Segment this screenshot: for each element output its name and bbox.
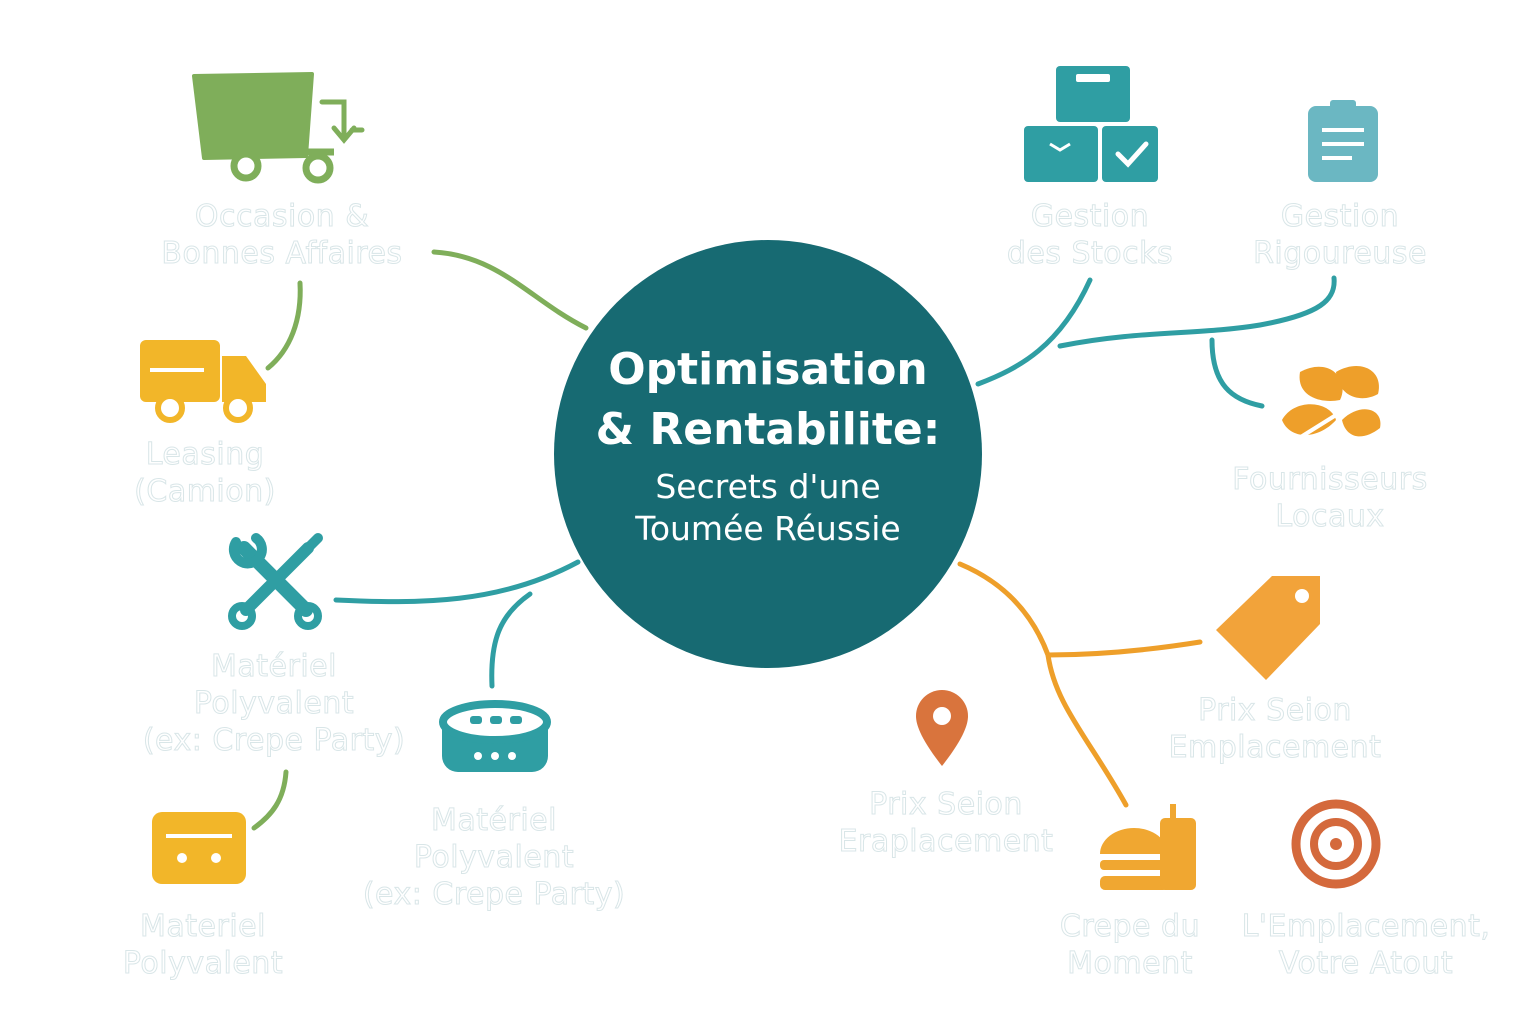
price-tag-icon xyxy=(1216,576,1320,680)
boxes-icon xyxy=(1024,66,1158,182)
clipboard-icon xyxy=(1308,100,1378,182)
hub-subtitle-line-2: Toumée Réussie xyxy=(635,509,901,548)
connector-materiel-3 xyxy=(489,591,533,689)
location-pin-icon xyxy=(916,690,968,766)
node-label-materiel-1: Matériel Polyvalent (ex: Crepe Party) xyxy=(142,649,406,759)
hub-subtitle-line-1: Secrets d'une xyxy=(655,467,881,506)
connector-stocks xyxy=(975,277,1093,387)
device-icon xyxy=(152,812,246,884)
central-hub: Optimisation & Rentabilite: Secrets d'un… xyxy=(554,240,982,668)
target-icon xyxy=(1291,799,1381,889)
node-label-prix-2: Prix Seion Eraplacement xyxy=(838,787,1054,860)
connector-materiel-2 xyxy=(251,769,289,831)
node-label-emplacement: L'Emplacement, Votre Atout xyxy=(1241,909,1491,982)
burger-drink-icon xyxy=(1100,804,1196,890)
node-label-prix-1: Prix Seion Emplacement xyxy=(1168,693,1382,766)
connector-prix-1 xyxy=(957,561,1203,658)
hub-title-line-2: & Rentabilite: xyxy=(595,404,941,455)
node-label-crepe: Crepe du Moment xyxy=(1059,909,1201,982)
hub-title: Optimisation & Rentabilite: xyxy=(596,340,941,460)
node-label-occasion: Occasion & Bonnes Affaires xyxy=(161,199,403,272)
connector-crepe xyxy=(1045,652,1129,808)
hub-title-line-1: Optimisation xyxy=(608,344,928,395)
cart-truck-icon xyxy=(192,72,365,184)
griddle-icon xyxy=(439,700,551,772)
tools-icon xyxy=(228,533,323,630)
connector-occasion xyxy=(431,249,589,331)
connector-fournisseurs xyxy=(1209,337,1265,409)
connector-rigoureuse xyxy=(1057,275,1337,349)
connector-leasing xyxy=(265,280,303,371)
node-label-fournisseurs: Fournisseurs Locaux xyxy=(1232,462,1428,535)
truck-icon xyxy=(140,340,266,423)
connector-materiel-1 xyxy=(333,559,581,605)
node-label-materiel-2: Materiel Polyvalent xyxy=(122,909,284,982)
node-label-rigoureuse: Gestion Rigoureuse xyxy=(1253,199,1427,272)
node-label-stocks: Gestion des Stocks xyxy=(1006,199,1174,272)
leaf-icon xyxy=(1282,366,1381,442)
node-label-leasing: Leasing (Camion) xyxy=(134,437,276,510)
node-label-materiel-3: Matériel Polyvalent (ex: Crepe Party) xyxy=(362,803,626,913)
hub-subtitle: Secrets d'une Toumée Réussie xyxy=(635,466,900,550)
